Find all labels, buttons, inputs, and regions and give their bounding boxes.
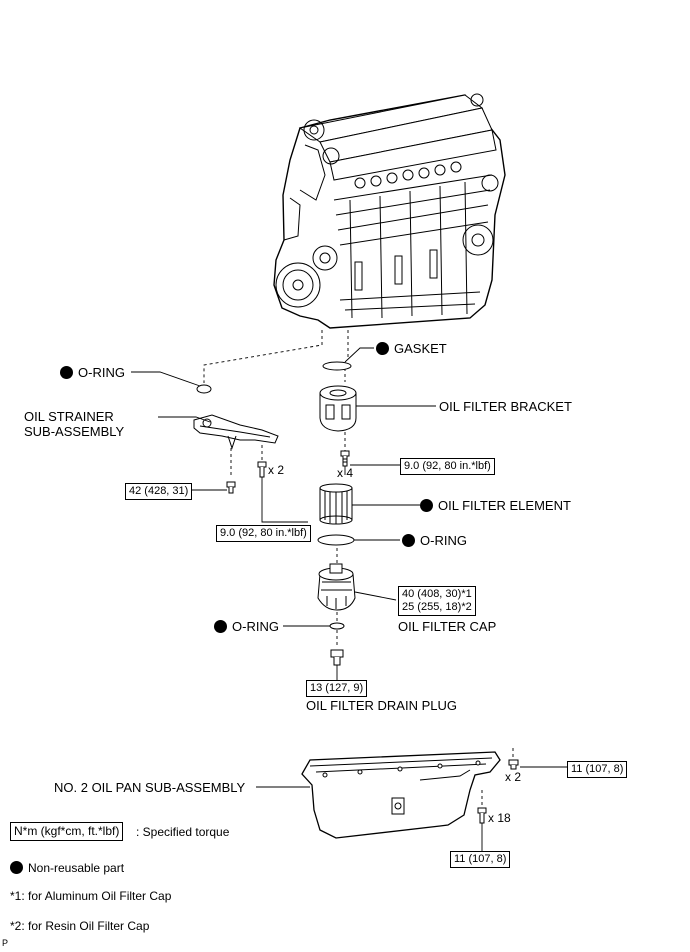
drain-plug-part [330,649,344,666]
oil-filter-cap-label: OIL FILTER CAP [398,619,497,634]
pan-bolt-part [477,807,487,824]
o-ring-mid-text: O-RING [420,533,467,548]
oil-strainer-line1: OIL STRAINER [24,409,114,424]
non-reusable-dot-icon [402,534,415,547]
oil-filter-element-label: OIL FILTER ELEMENT [420,498,571,513]
cap-torque-line1: 40 (408, 30)*1 [402,588,472,600]
gasket-label: GASKET [376,341,447,356]
pan-bolt-qty: x 18 [488,811,511,825]
engine-block-illustration [273,93,506,329]
drain-plug-label: OIL FILTER DRAIN PLUG [306,698,457,713]
o-ring-bottom-label: O-RING [214,619,279,634]
legend-torque-text: : Specified torque [136,825,230,839]
note-aluminum: *1: for Aluminum Oil Filter Cap [10,889,172,903]
o-ring-bottom-text: O-RING [232,619,279,634]
pan-nut-part [508,759,519,770]
note-resin: *2: for Resin Oil Filter Cap [10,919,150,933]
strainer-nut-part [226,481,236,494]
o-ring-mid-label: O-RING [402,533,467,548]
pan-bolt-torque: 11 (107, 8) [450,851,511,868]
non-reusable-dot-icon [420,499,433,512]
oil-strainer-part [193,414,279,450]
non-reusable-dot-icon [10,861,23,874]
o-ring-top-part [196,384,212,394]
oil-pan-part [301,751,501,839]
legend-nonreusable-text: Non-reusable part [28,861,125,875]
o-ring-top-text: O-RING [78,365,125,380]
strainer-bolt-qty: x 2 [268,463,285,477]
pan-nut-torque: 11 (107, 8) [567,761,628,778]
oil-filter-bracket-part [319,385,357,432]
oil-strainer-line2: SUB-ASSEMBLY [24,424,125,439]
strainer-bolt-part [257,461,267,478]
o-ring-mid-part [317,534,355,546]
oil-filter-element-part [319,483,353,525]
legend-nonreusable: Non-reusable part [10,861,124,875]
bracket-bolt-torque: 9.0 (92, 80 in.*lbf) [400,458,495,475]
pan-nut-qty: x 2 [505,770,522,784]
oil-pan-label: NO. 2 OIL PAN SUB-ASSEMBLY [54,780,246,795]
oil-filter-element-text: OIL FILTER ELEMENT [438,498,571,513]
legend-torque-box: N*m (kgf*cm, ft.*lbf) [10,822,124,841]
gasket-text: GASKET [394,341,447,356]
drain-plug-torque: 13 (127, 9) [306,680,368,697]
o-ring-bottom-part [329,622,345,630]
oil-filter-cap-part [317,563,356,611]
corner-mark: P [2,938,9,948]
strainer-nut-torque: 42 (428, 31) [125,483,193,500]
oil-filter-bracket-label: OIL FILTER BRACKET [439,399,572,414]
bracket-bolt-part [340,450,350,467]
non-reusable-dot-icon [214,620,227,633]
non-reusable-dot-icon [376,342,389,355]
strainer-bolt-torque: 9.0 (92, 80 in.*lbf) [216,525,311,542]
cap-torque-line2: 25 (255, 18)*2 [402,601,472,613]
bracket-bolt-qty: x 4 [337,466,354,480]
gasket-part [322,361,352,371]
o-ring-top-label: O-RING [60,365,125,380]
non-reusable-dot-icon [60,366,73,379]
